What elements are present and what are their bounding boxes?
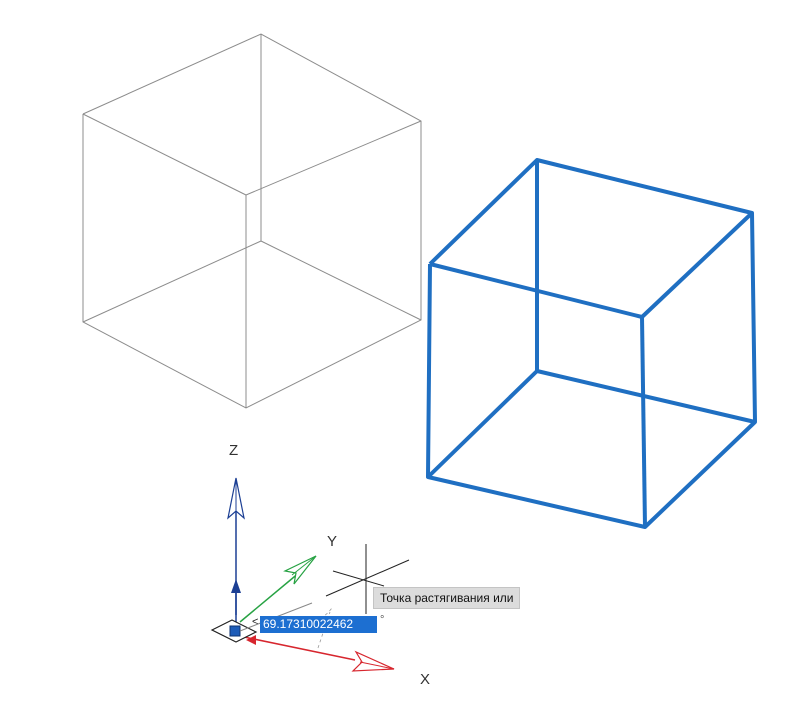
x-axis-small-arrow — [246, 635, 256, 645]
command-prompt-tooltip: Точка растягивания или — [373, 587, 521, 609]
dynamic-input-angle-field[interactable] — [260, 616, 377, 633]
gizmo-z-axis[interactable] — [227, 477, 245, 625]
z-axis-label: Z — [229, 442, 238, 459]
gizmo-x-axis[interactable] — [243, 635, 395, 672]
crosshair-cursor-icon — [325, 544, 410, 614]
z-axis-small-arrow — [231, 579, 241, 593]
y-axis-label: Y — [327, 533, 337, 550]
gizmo-y-axis[interactable] — [239, 555, 317, 623]
x-axis-label: X — [420, 671, 430, 688]
selected-cube[interactable] — [426, 158, 757, 529]
dynamic-input-chevron: < — [252, 616, 259, 628]
wireframe-cube[interactable] — [82, 33, 422, 409]
y-axis-arrowhead[interactable] — [283, 555, 317, 585]
dynamic-input-degree-unit: ° — [380, 614, 385, 626]
